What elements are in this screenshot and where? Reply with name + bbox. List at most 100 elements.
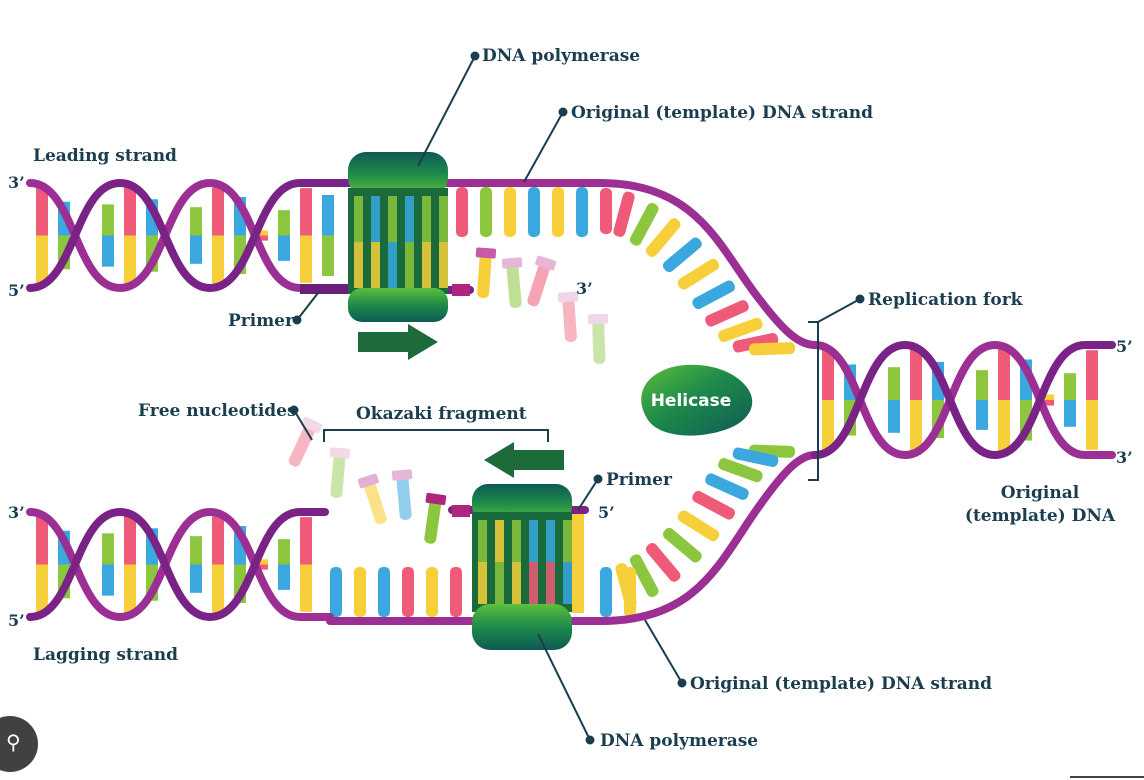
label-replication-fork: Replication fork bbox=[868, 290, 1024, 310]
base-pair-half bbox=[278, 210, 290, 236]
template-base bbox=[600, 567, 612, 617]
template-base bbox=[718, 317, 763, 342]
template-base bbox=[692, 490, 736, 520]
helicase: Helicase bbox=[641, 364, 753, 436]
base-pair-half bbox=[822, 349, 834, 400]
primer-top-segment bbox=[300, 284, 350, 294]
template-base bbox=[629, 554, 659, 598]
polymerase-base bbox=[405, 242, 414, 288]
helicase-body bbox=[641, 364, 753, 436]
free-nucleotide bbox=[587, 313, 609, 365]
base-pair-half bbox=[36, 516, 48, 565]
polymerase-base bbox=[563, 520, 572, 562]
polymerase-base bbox=[422, 196, 431, 242]
dna-polymerase-top bbox=[348, 152, 448, 322]
label-dna-polymerase-bottom: DNA polymerase bbox=[600, 731, 758, 751]
base-pair-half bbox=[124, 235, 136, 284]
base-pair-half bbox=[124, 516, 136, 565]
end-right-5: 5’ bbox=[1116, 337, 1133, 356]
base-pair-half bbox=[190, 235, 202, 264]
base-pair-half bbox=[1086, 400, 1098, 450]
template-base bbox=[748, 342, 796, 356]
base-pair-half bbox=[212, 564, 224, 613]
bottom-new-bases bbox=[330, 513, 636, 617]
leader-lines bbox=[289, 51, 865, 745]
end-bottom-middle-5: 5’ bbox=[598, 503, 615, 522]
label-original-dna-1: Original bbox=[1001, 483, 1080, 503]
polymerase-base bbox=[478, 562, 487, 604]
new-strand-base bbox=[572, 513, 584, 613]
template-base bbox=[645, 218, 681, 258]
base-pair-half bbox=[190, 564, 202, 593]
base-pair-half bbox=[256, 230, 268, 236]
helicase-label: Helicase bbox=[651, 391, 732, 411]
label-okazaki-fragment: Okazaki fragment bbox=[356, 404, 527, 424]
label-lagging-strand: Lagging strand bbox=[33, 645, 178, 665]
template-base bbox=[450, 567, 462, 617]
end-top-middle-3: 3’ bbox=[576, 279, 593, 298]
base-pair-half bbox=[1064, 373, 1076, 400]
free-nucleotide bbox=[475, 247, 497, 298]
fork-top-template-bases bbox=[600, 188, 796, 356]
nucleotide-phosphate bbox=[557, 291, 579, 303]
base-pair-half bbox=[1042, 394, 1054, 400]
template-base bbox=[480, 187, 492, 237]
lens-glyph: ⚲ bbox=[6, 730, 21, 754]
end-top-left-3: 3’ bbox=[8, 173, 25, 192]
base-pair-half bbox=[278, 235, 290, 261]
nucleotide-phosphate bbox=[535, 255, 557, 271]
parent-helix-backbone-b bbox=[811, 340, 1116, 460]
nucleotide-base bbox=[424, 497, 442, 544]
base-pair-half bbox=[300, 517, 312, 565]
free-nucleotide bbox=[424, 492, 447, 544]
polymerase-base bbox=[495, 520, 504, 562]
base-pair-half bbox=[1042, 400, 1054, 406]
base-pair-half bbox=[322, 235, 334, 277]
template-base bbox=[705, 473, 749, 500]
nucleotide-base bbox=[330, 451, 346, 498]
polymerase-base bbox=[405, 196, 414, 242]
nucleotide-phosphate bbox=[357, 473, 379, 489]
template-base bbox=[354, 567, 366, 617]
polymerase-base bbox=[354, 242, 363, 288]
label-template-strand-top: Original (template) DNA strand bbox=[571, 103, 873, 123]
base-pair-half bbox=[36, 235, 48, 284]
polymerase-base bbox=[371, 196, 380, 242]
polymerase-base bbox=[439, 242, 448, 288]
base-pair-half bbox=[212, 235, 224, 284]
free-nucleotide bbox=[391, 469, 413, 520]
template-base bbox=[662, 237, 702, 273]
template-base bbox=[677, 258, 720, 290]
replication-fork-bracket bbox=[808, 321, 819, 481]
nucleotide-phosphate bbox=[329, 447, 351, 459]
template-base bbox=[330, 567, 342, 617]
bottom-rule bbox=[1070, 776, 1144, 778]
template-base bbox=[600, 188, 612, 234]
lagging-direction-arrow bbox=[484, 442, 564, 478]
polymerase-base bbox=[512, 520, 521, 562]
template-base bbox=[528, 187, 540, 237]
base-pair-half bbox=[300, 235, 312, 283]
template-base bbox=[576, 187, 588, 237]
backbones bbox=[26, 178, 1116, 625]
base-pair-half bbox=[256, 235, 268, 241]
lagging-helix-backbone-b bbox=[26, 507, 329, 622]
template-base bbox=[402, 567, 414, 617]
base-pair-half bbox=[212, 516, 224, 565]
polymerase-base bbox=[388, 242, 397, 288]
base-pair-half bbox=[888, 400, 900, 433]
label-primer-top: Primer bbox=[228, 311, 295, 331]
nucleotide-base bbox=[527, 261, 551, 307]
base-pair-half bbox=[190, 536, 202, 565]
template-base bbox=[677, 510, 720, 542]
base-pair-half bbox=[278, 564, 290, 590]
polymerase-base bbox=[563, 562, 572, 604]
base-pair-half bbox=[998, 349, 1010, 400]
label-dna-polymerase-top: DNA polymerase bbox=[482, 46, 640, 66]
base-pair-half bbox=[910, 349, 922, 400]
polymerase-base bbox=[371, 242, 380, 288]
base-pair-half bbox=[102, 533, 114, 565]
free-nucleotide bbox=[501, 257, 523, 308]
template-base bbox=[426, 567, 438, 617]
